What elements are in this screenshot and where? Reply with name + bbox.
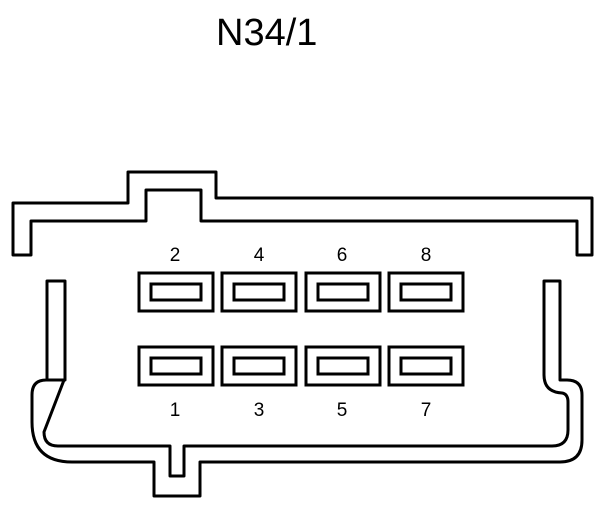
connector-housing-body — [30, 279, 584, 498]
pin-label: 5 — [337, 400, 348, 421]
pin-label: 4 — [254, 245, 265, 266]
pin-cavity-8 — [387, 271, 465, 313]
pin-cavity-6 — [304, 271, 382, 313]
connector-title: N34/1 — [216, 12, 317, 54]
pin-labels-bottom-row: 1 3 5 7 — [170, 400, 432, 421]
pin-row-bottom — [137, 345, 465, 387]
pin-cavity-1 — [137, 345, 215, 387]
pin-labels-top-row: 2 4 6 8 — [170, 245, 432, 266]
connector-top-shroud — [11, 170, 594, 257]
pin-cavity-7 — [387, 345, 465, 387]
pin-cavity-2 — [137, 271, 215, 313]
pin-cavity-3 — [220, 345, 298, 387]
pin-row-top — [137, 271, 465, 313]
pin-label: 1 — [170, 400, 181, 421]
pin-label: 7 — [421, 400, 432, 421]
pin-cavity-4 — [220, 271, 298, 313]
pin-label: 8 — [421, 245, 432, 266]
pin-label: 6 — [337, 245, 348, 266]
pin-cavity-5 — [304, 345, 382, 387]
pin-label: 3 — [254, 400, 265, 421]
pin-label: 2 — [170, 245, 181, 266]
